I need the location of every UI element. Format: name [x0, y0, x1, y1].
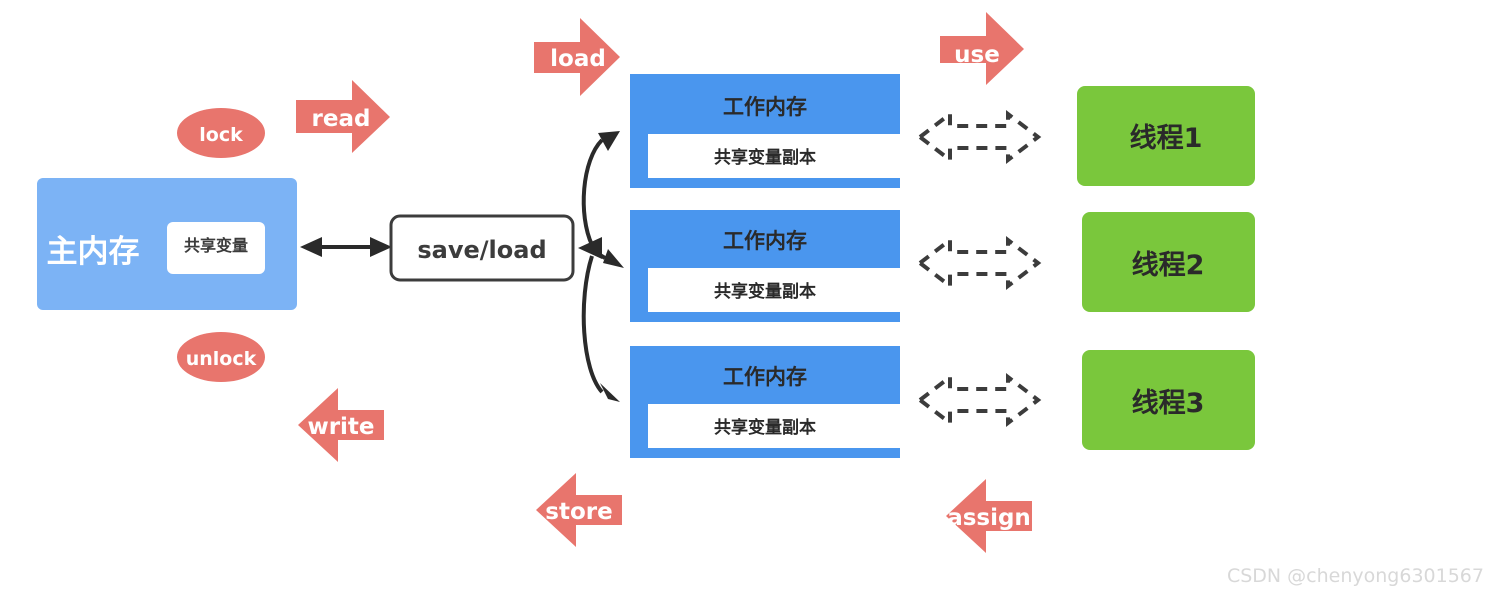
unlock-pill-label: unlock [186, 348, 257, 370]
dashed-double-arrow-2 [916, 235, 1042, 291]
working-memory-2-inner-box [648, 268, 900, 312]
working-memory-3-inner-label: 共享变量副本 [714, 417, 816, 438]
working-memory-1-inner-box [648, 134, 900, 178]
write-arrow: write [298, 388, 384, 462]
working-memory-1-inner-label: 共享变量副本 [714, 147, 816, 168]
thread-box-3: 线程3 [1082, 350, 1255, 450]
load-arrow-label: load [550, 46, 606, 72]
read-arrow: read [296, 80, 390, 153]
main-memory-box: 主内存 共享变量 [37, 178, 297, 310]
thread-box-2-label: 线程2 [1132, 250, 1205, 281]
thread-box-2: 线程2 [1082, 212, 1255, 312]
store-arrow-label: store [545, 499, 612, 525]
assign-arrow-label: assign [947, 505, 1031, 531]
dashed-double-arrow-3 [916, 372, 1042, 428]
dashed-double-arrow-1 [916, 109, 1042, 165]
unlock-pill: unlock [177, 332, 265, 382]
main-to-saveload-connector [300, 237, 392, 257]
working-memory-2-inner-label: 共享变量副本 [714, 281, 816, 302]
working-memory-3-inner-box [648, 404, 900, 448]
load-arrow: load [534, 18, 620, 96]
thread-box-1-label: 线程1 [1130, 123, 1203, 154]
thread-box-1: 线程1 [1077, 86, 1255, 186]
use-arrow: use [940, 12, 1024, 85]
main-memory-inner-box [167, 222, 265, 274]
read-arrow-label: read [312, 106, 371, 132]
working-memory-3: 工作内存 共享变量副本 [630, 346, 900, 458]
working-memory-1-title: 工作内存 [723, 95, 807, 119]
lock-pill: lock [177, 108, 265, 158]
watermark: CSDN @chenyong6301567 [1227, 565, 1484, 587]
lock-pill-label: lock [199, 124, 243, 146]
working-memory-3-title: 工作内存 [723, 365, 807, 389]
thread-box-3-label: 线程3 [1132, 388, 1205, 419]
main-memory-label: 主内存 [47, 234, 140, 270]
working-memory-2: 工作内存 共享变量副本 [630, 210, 900, 322]
saveload-to-working-connectors [578, 131, 624, 402]
working-memory-1: 工作内存 共享变量副本 [630, 74, 900, 188]
save-load-label: save/load [417, 236, 546, 264]
use-arrow-label: use [954, 42, 1000, 68]
assign-arrow: assign [946, 479, 1032, 553]
working-memory-2-title: 工作内存 [723, 229, 807, 253]
main-memory-inner-label: 共享变量 [184, 236, 248, 255]
save-load-box: save/load [389, 214, 575, 282]
store-arrow: store [536, 473, 622, 547]
write-arrow-label: write [307, 414, 374, 440]
